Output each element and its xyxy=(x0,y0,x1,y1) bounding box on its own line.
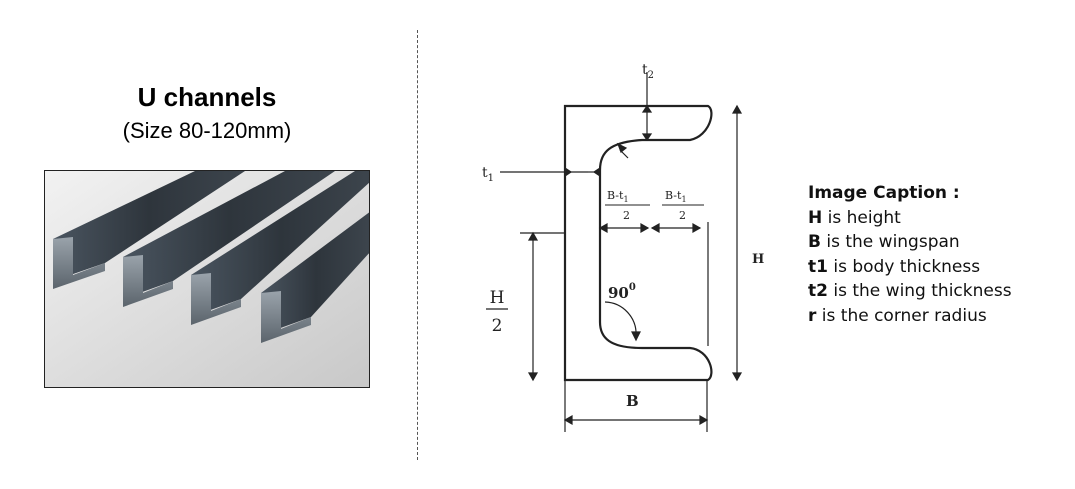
svg-text:B-t1: B-t1 xyxy=(665,189,687,204)
channel-outline xyxy=(563,104,713,382)
u-channel-photo xyxy=(44,170,370,388)
image-caption: Image Caption : H is height B is the win… xyxy=(808,181,1012,328)
b-label: B xyxy=(626,392,639,410)
caption-line-t1: t1 is body thickness xyxy=(808,256,981,277)
svg-text:H: H xyxy=(490,288,505,308)
svg-text:2: 2 xyxy=(492,316,503,336)
caption-line-h: H is height xyxy=(808,207,901,228)
product-size-range: (Size 80-120mm) xyxy=(122,118,292,143)
u-channel-photo-graphic xyxy=(45,171,369,387)
svg-text:2: 2 xyxy=(623,209,630,222)
t1-label: t1 xyxy=(482,165,494,184)
product-title: U channels xyxy=(137,82,277,112)
h-label: H xyxy=(752,252,764,267)
caption-line-t2: t2 is the wing thickness xyxy=(808,281,1012,301)
angle-label: 900 xyxy=(608,282,636,302)
svg-text:2: 2 xyxy=(679,209,686,222)
svg-text:B-t1: B-t1 xyxy=(607,189,629,204)
caption-line-b: B is the wingspan xyxy=(808,232,960,252)
caption-heading: Image Caption : xyxy=(808,183,960,203)
half-web-fraction-left: B-t1 2 xyxy=(605,189,650,222)
caption-line-r: r is the corner radius xyxy=(808,305,987,326)
h-half-fraction: H 2 xyxy=(486,288,508,336)
t2-label: t2 xyxy=(642,62,654,81)
half-web-fraction-right: B-t1 2 xyxy=(662,189,704,222)
u-channel-cross-section-diagram: t2 t1 H B H 2 900 B-t1 2 B-t1 2 xyxy=(482,62,764,432)
section-divider xyxy=(417,30,418,460)
